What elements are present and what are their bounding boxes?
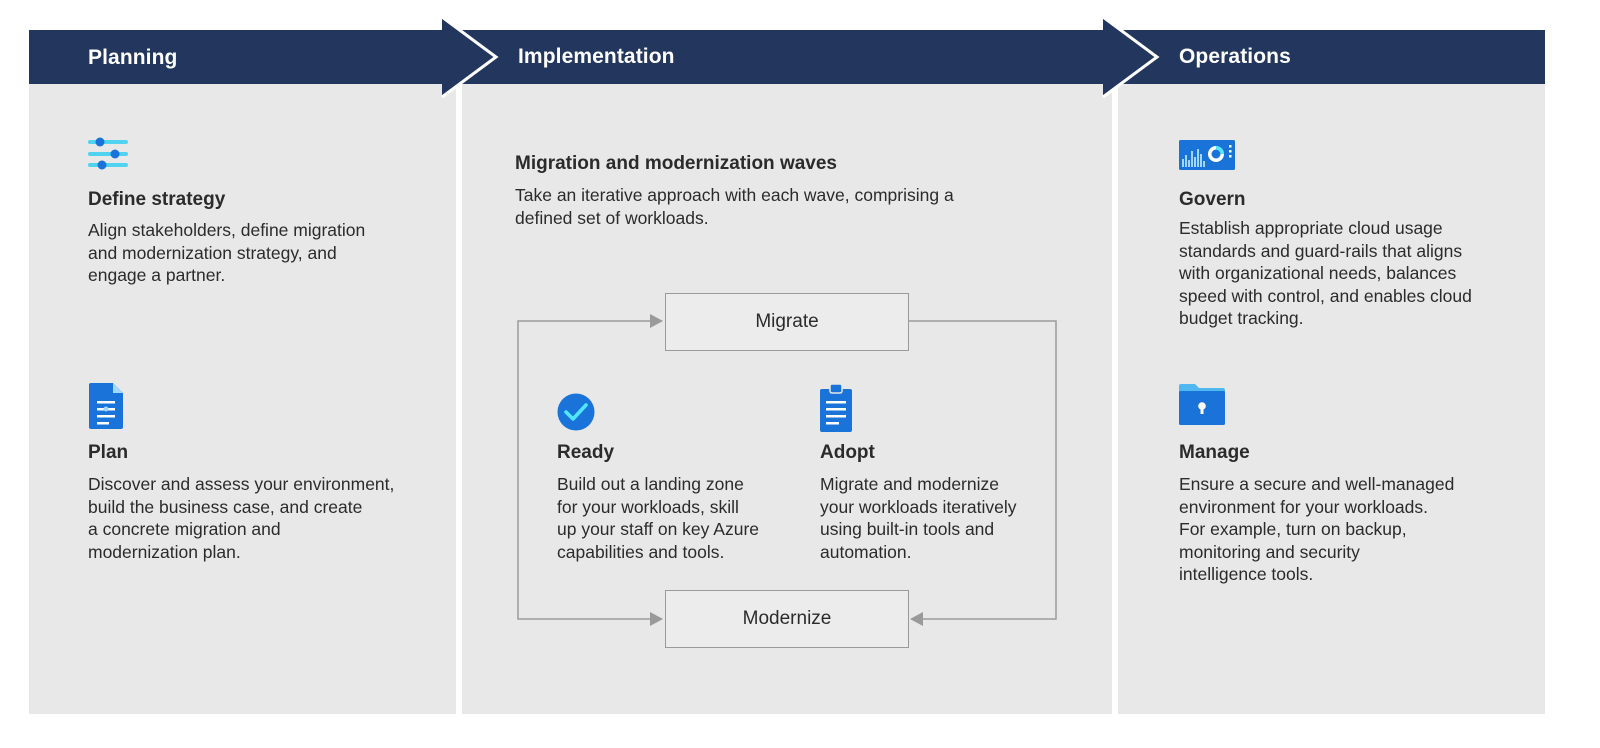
desc-line: using built-in tools and: [820, 519, 995, 540]
desc-line: modernization plan.: [88, 541, 241, 562]
modernize-box: Modernize: [665, 590, 909, 648]
adopt-title: Adopt: [820, 442, 875, 463]
phase-label-planning: Planning: [88, 46, 178, 69]
manage-description: Ensure a secure and well-managed environ…: [1179, 473, 1454, 586]
ready-description: Build out a landing zone for your worklo…: [557, 473, 759, 563]
document-icon: [89, 383, 123, 429]
desc-line: with organizational needs, balances: [1179, 263, 1457, 284]
clipboard-icon: [820, 384, 852, 432]
desc-line: Align stakeholders, define migration: [88, 220, 366, 240]
desc-line: engage a partner.: [88, 265, 226, 286]
desc-line: capabilities and tools.: [557, 541, 725, 562]
phase-label-implementation: Implementation: [518, 45, 675, 68]
desc-line: build the business case, and create: [88, 496, 363, 517]
desc-line: monitoring and security: [1179, 541, 1360, 562]
implementation-header-arrow: [462, 17, 1157, 97]
desc-line: up your staff on key Azure: [557, 519, 760, 540]
govern-title: Govern: [1179, 189, 1246, 210]
desc-line: intelligence tools.: [1179, 564, 1314, 585]
desc-line: Ensure a secure and well-managed: [1179, 474, 1455, 494]
desc-line: For example, turn on backup,: [1179, 519, 1407, 540]
desc-line: Discover and assess your environment,: [88, 474, 395, 494]
adopt-description: Migrate and modernize your workloads ite…: [820, 473, 1016, 563]
desc-line: for your workloads, skill: [557, 496, 739, 517]
ready-title: Ready: [557, 442, 615, 463]
phase-header-band: [29, 15, 1545, 99]
desc-line: Establish appropriate cloud usage: [1179, 218, 1443, 238]
phase-label-operations: Operations: [1179, 45, 1291, 68]
define-strategy-title: Define strategy: [88, 189, 226, 210]
migrate-box: Migrate: [665, 293, 909, 351]
desc-line: and modernization strategy, and: [88, 242, 337, 263]
desc-line: automation.: [820, 541, 912, 562]
checkmark-icon: [557, 393, 595, 431]
operations-header-arrow: [1118, 30, 1545, 84]
plan-title: Plan: [88, 442, 129, 463]
desc-line: environment for your workloads.: [1179, 496, 1428, 517]
planning-header-arrow: [29, 17, 496, 97]
desc-line: speed with control, and enables cloud: [1179, 285, 1472, 306]
define-strategy-description: Align stakeholders, define migration and…: [88, 219, 365, 287]
desc-line: a concrete migration and: [88, 519, 281, 540]
sliders-icon: [88, 137, 128, 170]
desc-line: Build out a landing zone: [557, 474, 744, 494]
desc-line: defined set of workloads.: [515, 207, 709, 228]
header-chevron-divider-1: [441, 15, 499, 99]
waves-title: Migration and modernization waves: [515, 153, 837, 174]
desc-line: your workloads iteratively: [820, 496, 1017, 517]
plan-description: Discover and assess your environment, bu…: [88, 473, 394, 563]
desc-line: standards and guard-rails that aligns: [1179, 240, 1463, 261]
dashboard-icon: [1179, 140, 1235, 170]
waves-description: Take an iterative approach with each wav…: [515, 184, 954, 229]
header-chevron-divider-2: [1102, 15, 1160, 99]
manage-title: Manage: [1179, 442, 1250, 463]
desc-line: budget tracking.: [1179, 308, 1304, 329]
desc-line: Migrate and modernize: [820, 474, 999, 494]
locked-folder-icon: [1179, 384, 1225, 425]
desc-line: Take an iterative approach with each wav…: [515, 185, 954, 205]
govern-description: Establish appropriate cloud usage standa…: [1179, 217, 1472, 330]
